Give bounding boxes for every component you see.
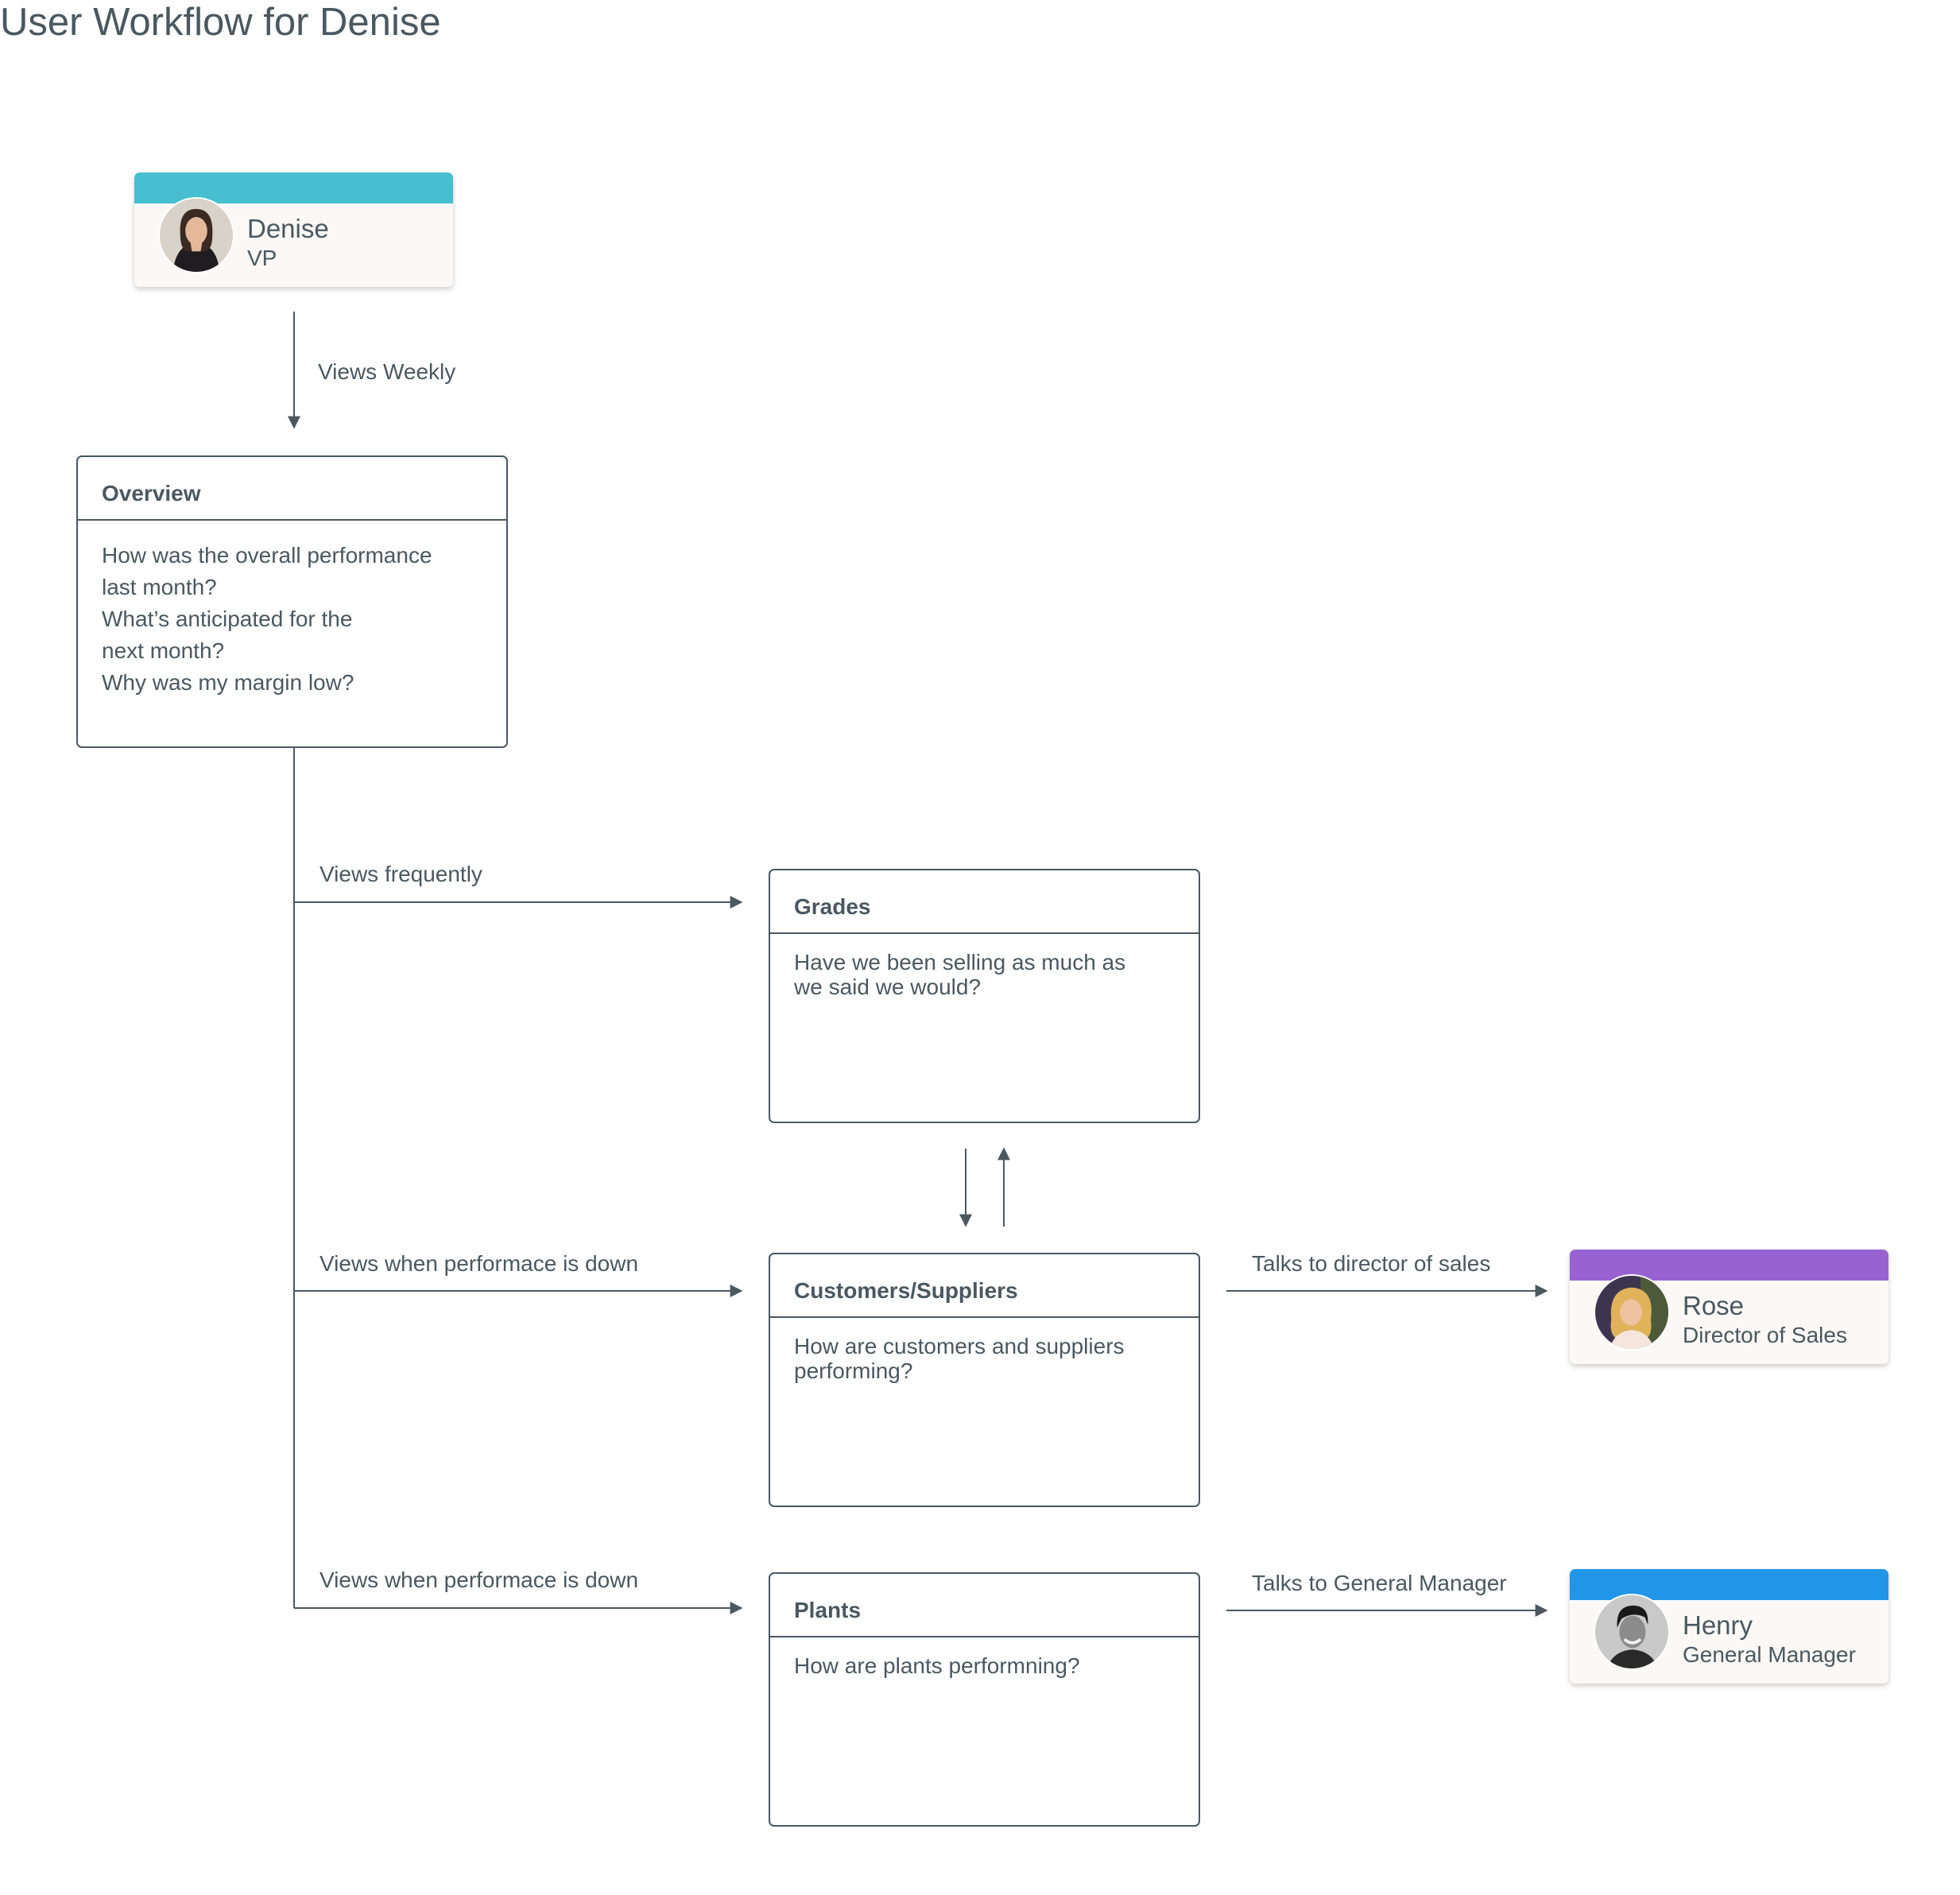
box-body: How are customers and suppliers performi… bbox=[770, 1318, 1199, 1383]
box-line: How was the overall performance bbox=[102, 543, 432, 568]
person-role: Director of Sales bbox=[1683, 1323, 1847, 1347]
person-name: Rose bbox=[1683, 1291, 1745, 1320]
box-line: What’s anticipated for the bbox=[102, 606, 353, 631]
edge-label-views-down-plants: Views when performace is down bbox=[320, 1568, 639, 1592]
edge-label-talks-sales: Talks to director of sales bbox=[1252, 1251, 1491, 1276]
box-line: performing? bbox=[794, 1358, 913, 1383]
page-title: User Workflow for Denise bbox=[0, 1, 441, 44]
edge-label-views-down-customers: Views when performace is down bbox=[320, 1251, 639, 1276]
box-customers-suppliers[interactable]: Customers/Suppliers How are customers an… bbox=[769, 1253, 1200, 1507]
person-role: VP bbox=[247, 246, 277, 270]
avatar-henry bbox=[1594, 1594, 1670, 1670]
box-grades[interactable]: Grades Have we been selling as much as w… bbox=[769, 869, 1200, 1123]
box-title: Grades bbox=[770, 870, 1199, 934]
box-overview[interactable]: Overview How was the overall performance… bbox=[76, 455, 508, 748]
person-name: Henry bbox=[1683, 1610, 1753, 1640]
avatar-rose bbox=[1594, 1274, 1670, 1351]
box-body: How was the overall performance last mon… bbox=[78, 521, 506, 699]
box-line: How are plants performning? bbox=[794, 1653, 1080, 1678]
box-plants[interactable]: Plants How are plants performning? bbox=[769, 1572, 1200, 1827]
box-title: Plants bbox=[770, 1574, 1199, 1637]
box-line: next month? bbox=[102, 638, 225, 663]
person-name: Denise bbox=[247, 214, 329, 243]
avatar-denise bbox=[158, 197, 234, 273]
person-card-henry[interactable]: Henry General Manager bbox=[1570, 1569, 1888, 1684]
edge-label-talks-gm: Talks to General Manager bbox=[1252, 1571, 1507, 1595]
box-body: How are plants performning? bbox=[770, 1637, 1199, 1678]
box-body: Have we been selling as much as we said … bbox=[770, 934, 1199, 999]
box-line: Have we been selling as much as bbox=[794, 950, 1126, 975]
person-role: General Manager bbox=[1683, 1642, 1856, 1667]
box-line: How are customers and suppliers bbox=[794, 1334, 1125, 1358]
person-card-rose[interactable]: Rose Director of Sales bbox=[1570, 1250, 1888, 1364]
box-line: last month? bbox=[102, 575, 217, 599]
box-line: Why was my margin low? bbox=[102, 670, 354, 695]
box-line: we said we would? bbox=[794, 975, 982, 999]
edge-label-views-frequently: Views frequently bbox=[320, 862, 482, 886]
edge-label-views-weekly: Views Weekly bbox=[318, 359, 456, 384]
person-card-denise[interactable]: Denise VP bbox=[134, 172, 453, 287]
box-title: Overview bbox=[78, 457, 506, 521]
box-title: Customers/Suppliers bbox=[770, 1254, 1199, 1318]
